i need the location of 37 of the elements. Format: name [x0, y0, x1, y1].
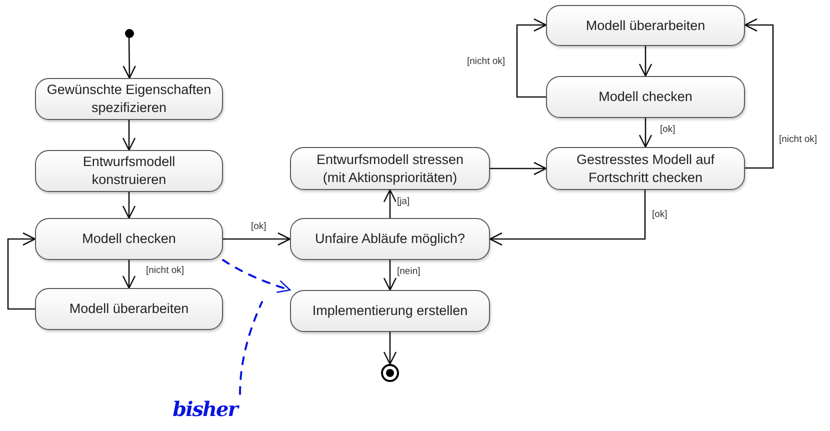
arrow	[122, 259, 136, 289]
arrow	[122, 119, 136, 151]
edge-label: [ok]	[659, 124, 676, 136]
arrow	[744, 18, 774, 169]
edge-label: [nicht ok]	[145, 265, 186, 277]
action-box: Modell überarbeiten	[35, 288, 223, 330]
arrow	[383, 189, 397, 219]
edge-label: [nein]	[396, 266, 422, 278]
arrow	[638, 45, 652, 77]
edge-label: [nicht ok]	[466, 56, 506, 68]
edge-label: [nicht ok]	[778, 134, 818, 146]
arrow	[489, 162, 547, 176]
action-box: Unfaire Abläufe möglich?	[290, 218, 490, 260]
arrow	[383, 331, 397, 365]
handwritten-note: bisher	[172, 397, 238, 421]
final-node	[381, 364, 399, 382]
action-box: Entwurfsmodell stressen (mit Aktionsprioritäten)	[290, 147, 490, 190]
edge-label: [ok]	[250, 221, 268, 233]
arrow	[122, 191, 136, 219]
edge-label: [ok]	[651, 209, 668, 221]
action-box: Entwurfsmodell konstruieren	[35, 150, 223, 192]
action-box: Gestresstes Modell auf Fortschritt checken	[546, 147, 745, 190]
action-box: Gewünschte Eigenschaften spezifizieren	[35, 78, 223, 120]
action-box: Modell checken	[35, 218, 223, 260]
action-box: Modell checken	[546, 76, 745, 118]
arrow	[7, 232, 36, 310]
arrow	[489, 189, 646, 246]
dashed-arrow	[222, 259, 291, 293]
action-box: Implementierung erstellen	[290, 290, 490, 332]
arrow	[638, 117, 652, 148]
initial-node	[125, 29, 134, 38]
arrow	[383, 259, 397, 291]
edge-label: [ja]	[396, 196, 411, 208]
action-box: Modell überarbeiten	[546, 5, 745, 46]
arrow	[122, 37, 136, 79]
arrow	[516, 18, 547, 98]
arrow	[222, 232, 291, 246]
